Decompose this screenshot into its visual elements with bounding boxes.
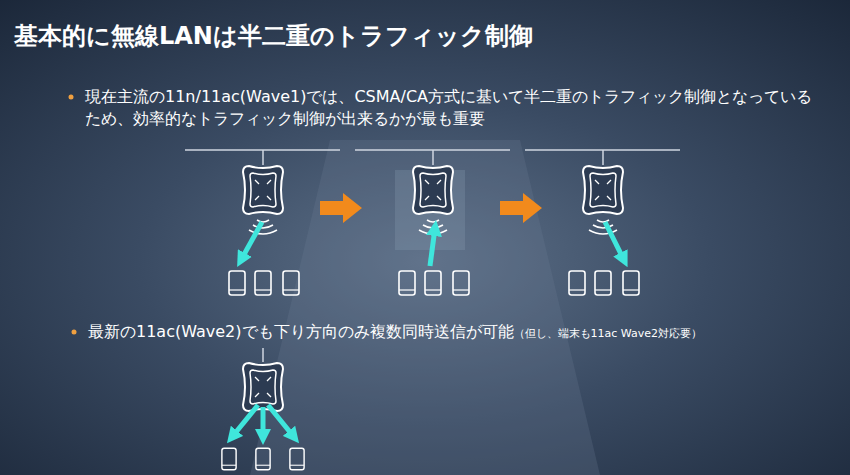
hallway-floor (250, 140, 600, 475)
bullet-text: 現在主流の11n/11ac(Wave1)では、CSMA/CA方式に基いて半二重の… (85, 86, 825, 130)
bullet-label: 現在主流の11n/11ac(Wave1)では、CSMA/CA方式に基いて半二重の… (85, 87, 812, 128)
bullet-dot (72, 330, 77, 335)
ap-group-3 (525, 150, 680, 295)
ap-group-1 (185, 150, 340, 295)
bullet-text: 最新の11ac(Wave2)でも下り方向のみ複数同時送信が可能（但し、端末も11… (88, 321, 828, 345)
bullet-label: 最新の11ac(Wave2)でも下り方向のみ複数同時送信が可能 (88, 322, 514, 341)
slide-title: 基本的に無線LANは半二重のトラフィック制御 (14, 20, 533, 52)
ap-group-mu (222, 348, 304, 470)
bullet-dot (69, 95, 74, 100)
orange-arrow (320, 193, 362, 223)
orange-arrow (500, 193, 542, 223)
ap-group-2 (355, 150, 510, 295)
note-text: （但し、端末も11ac Wave2対応要） (514, 327, 702, 340)
